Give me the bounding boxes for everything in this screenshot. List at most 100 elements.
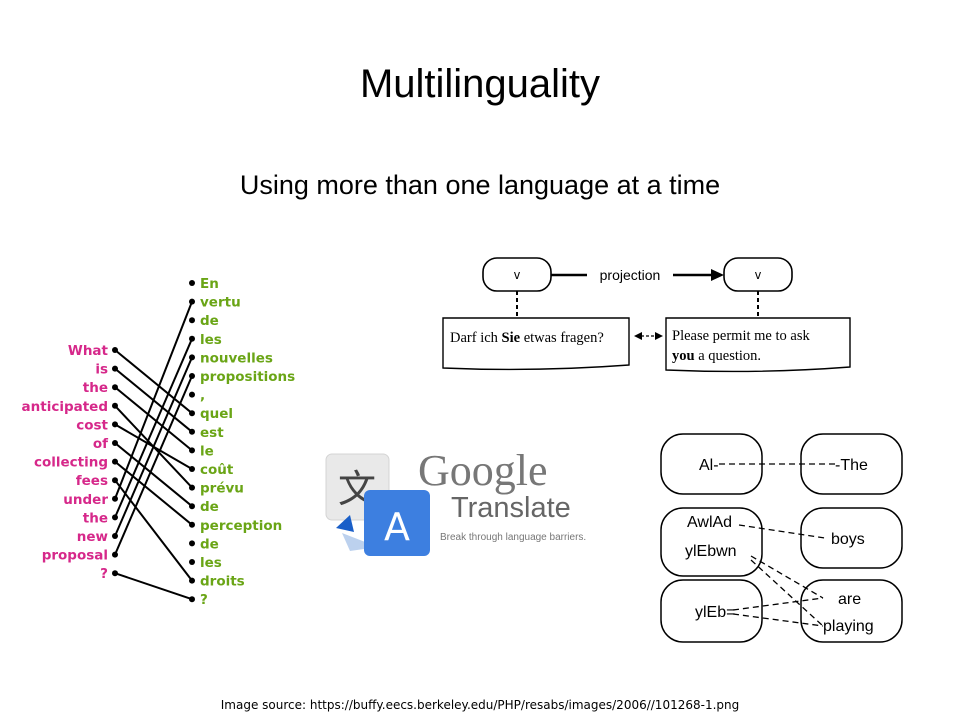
- french-word-dot: [189, 354, 195, 361]
- english-word: is: [95, 362, 108, 378]
- projection-arrowhead: [711, 269, 724, 281]
- french-word-dot: [189, 559, 195, 565]
- french-word-dot: [189, 540, 195, 547]
- french-word: coût: [200, 462, 234, 478]
- link-awlad-boys: [738, 524, 826, 539]
- english-word-dot: [112, 458, 118, 465]
- english-word-dot: [112, 347, 118, 353]
- arabic-word-al: Al-: [699, 457, 719, 474]
- english-word: proposal: [42, 548, 108, 564]
- french-word: de: [200, 313, 219, 329]
- french-word-dot: [189, 317, 195, 324]
- french-word: quel: [200, 406, 233, 422]
- english-word: new: [77, 529, 108, 545]
- translate-wordmark: Translate: [451, 492, 571, 524]
- alignment-links: [114, 301, 193, 601]
- alignment-link: [114, 301, 193, 500]
- english-word-boys: boys: [831, 531, 865, 548]
- alignment-link: [114, 375, 193, 555]
- english-word: anticipated: [22, 399, 108, 415]
- source-sentence-box: [442, 317, 630, 371]
- french-word: les: [200, 555, 222, 571]
- link-yleb-playing: [732, 613, 824, 627]
- french-word-dot: [189, 280, 195, 286]
- sentence-arrowhead-right: [655, 332, 663, 340]
- arabic-alignment-links: [719, 463, 835, 627]
- french-word: les: [200, 332, 222, 348]
- french-word: est: [200, 425, 224, 441]
- source-sentence: Darf ich Sie etwas fragen?: [450, 330, 604, 346]
- alignment-link: [114, 479, 193, 582]
- english-word: What: [68, 343, 109, 359]
- french-word: droits: [200, 574, 245, 590]
- french-word: perception: [200, 518, 282, 534]
- translate-arrow-icon: [336, 515, 354, 532]
- english-word: of: [93, 436, 108, 452]
- french-word-dot: [189, 373, 195, 379]
- translate-tagline: Break through language barriers.: [440, 532, 586, 543]
- english-word-dot: [112, 440, 118, 446]
- english-word: ?: [100, 566, 108, 582]
- alignment-link: [114, 357, 193, 537]
- english-word: collecting: [34, 455, 108, 471]
- english-word-dot: [112, 570, 118, 577]
- google-translate-logo: 文 A Google Translate Break through langu…: [325, 446, 586, 556]
- link-yleb-are: [732, 597, 824, 611]
- alignment-link: [114, 338, 193, 518]
- english-words: What is the anticipated cost of collecting fees…: [22, 343, 118, 582]
- arabic-alignment-diagram: Al- AwlAd ylEbwn ylEb= -The boys are pla…: [660, 433, 903, 643]
- english-word-dot: [112, 533, 118, 539]
- french-word-dot: [189, 596, 195, 603]
- french-word-dot: [189, 298, 195, 305]
- target-sentence-line2: you a question.: [672, 348, 761, 364]
- french-word: de: [200, 536, 219, 552]
- french-word: propositions: [200, 369, 295, 385]
- slide-subtitle: Using more than one language at a time: [239, 170, 721, 200]
- projection-label: projection: [600, 267, 661, 283]
- source-node-label: v: [513, 268, 520, 282]
- link-ylebwn-playing: [750, 559, 824, 627]
- english-word-are: are: [838, 591, 861, 608]
- alignment-link: [114, 442, 193, 507]
- english-word-playing: playing: [823, 618, 874, 635]
- sentence-arrowhead-left: [634, 332, 642, 340]
- right-box-3: [800, 579, 903, 643]
- projection-diagram: v v projection Darf ich Sie etwas fragen…: [442, 257, 851, 373]
- image-source-credit: Image source: https://buffy.eecs.berkele…: [220, 698, 740, 712]
- translate-letter: A: [384, 505, 410, 549]
- translate-letter-tile: [364, 490, 430, 556]
- english-word: under: [63, 492, 108, 508]
- french-word: prévu: [200, 481, 244, 497]
- french-word: le: [200, 443, 214, 459]
- french-word-dot: [189, 391, 195, 398]
- english-word-dot: [112, 495, 118, 502]
- left-box-2: [660, 507, 763, 577]
- french-word-dot: [189, 447, 195, 454]
- google-wordmark: Google: [418, 446, 548, 495]
- english-word: the: [83, 380, 108, 396]
- french-word-dot: [189, 335, 195, 342]
- english-word-the: -The: [835, 457, 868, 474]
- french-word: de: [200, 499, 219, 515]
- word-alignment-diagram: What is the anticipated cost of collecting fees…: [22, 276, 296, 608]
- english-word: the: [83, 510, 108, 526]
- french-word-dot: [189, 466, 195, 472]
- arabic-word-awlad: AwlAd: [687, 514, 732, 531]
- left-box-3: [660, 579, 763, 643]
- link-ylebwn-are: [750, 555, 824, 599]
- alignment-link: [114, 572, 193, 601]
- french-word-dot: [189, 428, 195, 435]
- arabic-word-ylebwn: ylEbwn: [685, 543, 737, 560]
- french-word: ,: [200, 388, 205, 404]
- english-word-dot: [112, 384, 118, 391]
- english-word-dot: [112, 551, 118, 558]
- french-word-dot: [189, 410, 195, 417]
- french-word: En: [200, 276, 219, 292]
- english-word-dot: [112, 514, 118, 521]
- french-word-dot: [189, 521, 195, 528]
- english-word: fees: [76, 473, 108, 489]
- english-word: cost: [76, 417, 108, 433]
- english-word-dot: [112, 477, 118, 484]
- english-word-dot: [112, 421, 118, 428]
- french-words: Envertudelesnouvellespropositions,queles…: [189, 276, 295, 608]
